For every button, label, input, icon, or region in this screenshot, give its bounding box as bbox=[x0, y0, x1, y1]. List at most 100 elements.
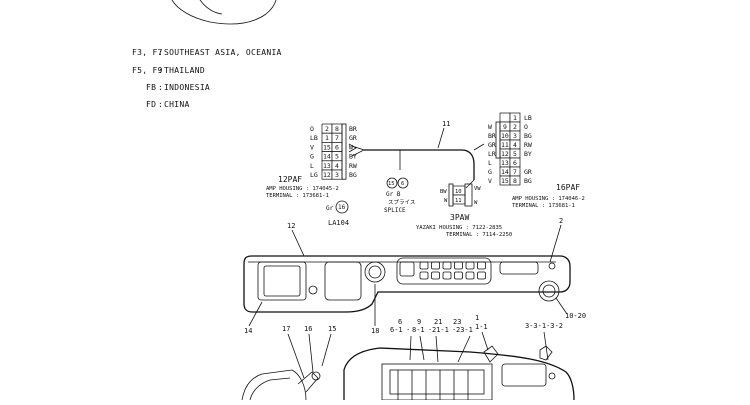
connector-16paf-pin-5-0: 13 bbox=[501, 159, 509, 167]
connector-16paf-pin-7-0: 15 bbox=[501, 177, 509, 185]
region-note-code-2: FB bbox=[146, 83, 156, 92]
svg-text:·: · bbox=[428, 326, 432, 334]
cab-outline-inner bbox=[199, 0, 223, 15]
connector-3paw-right-top: VW bbox=[474, 186, 481, 192]
splice: 15 6 Gr B スプライス SPLICE bbox=[384, 177, 415, 214]
lower-callouts: 17 16 15 6 6-1 · 9 8-1 · 21 21-1 · 23 23… bbox=[282, 314, 563, 379]
callout-3: 3-3-1-3-2 bbox=[525, 322, 563, 330]
connector-16paf-color-2: BG bbox=[524, 132, 532, 140]
callout-9: 9 bbox=[417, 318, 421, 326]
switch-button bbox=[442, 261, 452, 270]
connector-16paf-left-3: GR bbox=[488, 141, 496, 149]
connector-12paf-gr-label: Gr bbox=[326, 205, 334, 212]
connector-12paf-title: 12PAF bbox=[278, 175, 302, 184]
connector-12paf-pin-4-0: 13 bbox=[323, 162, 331, 170]
connector-12paf-color-0: O bbox=[310, 125, 314, 133]
splice-pin-0: 15 bbox=[388, 181, 395, 187]
connector-3paw-housing: YAZAKI HOUSING : 7122-2835 bbox=[416, 225, 502, 231]
svg-text:·: · bbox=[452, 326, 456, 334]
connector-12paf-pin-3-1: 5 bbox=[335, 153, 339, 161]
connector-16paf-pin-2-1: 3 bbox=[513, 132, 517, 140]
switch-cluster bbox=[396, 257, 492, 285]
callout-17: 17 bbox=[282, 325, 290, 333]
callout-12: 12 bbox=[287, 222, 295, 230]
switch-button bbox=[454, 271, 463, 280]
region-note-code-1: F5, F9 bbox=[132, 66, 163, 75]
connector-12paf-gr-pin: 16 bbox=[338, 204, 346, 211]
region-note-text-0: SOUTHEAST ASIA, OCEANIA bbox=[164, 48, 282, 57]
connector-16paf-pin-3-1: 4 bbox=[513, 141, 517, 149]
connector-12paf-right-1: GR bbox=[349, 134, 357, 142]
callout-23: 23 bbox=[453, 318, 461, 326]
panel-window bbox=[324, 261, 362, 301]
connector-16paf-pin-0-1: 1 bbox=[513, 114, 517, 122]
connector-3paw-right-bottom: W bbox=[474, 200, 478, 206]
connector-12paf-pin-1-0: 1 bbox=[325, 134, 329, 142]
connector-16paf-color-1: O bbox=[524, 123, 528, 131]
switch-button bbox=[477, 261, 486, 270]
monitor-panel: 12 2 10-20 14 18 bbox=[243, 217, 586, 335]
connector-16paf-color-4: BY bbox=[524, 150, 532, 158]
connector-16paf-pin-3-0: 11 bbox=[501, 141, 509, 149]
connector-16paf-pin-2-0: 10 bbox=[501, 132, 509, 140]
connector-12paf-pin-1-1: 7 bbox=[335, 134, 339, 142]
switch-button bbox=[477, 271, 486, 280]
connector-16paf-pin-4-1: 5 bbox=[513, 150, 517, 158]
display-screen bbox=[263, 265, 301, 297]
connector-12paf-pin-4-1: 4 bbox=[335, 162, 339, 170]
connector-16paf-housing: AMP HOUSING : 174046-2 bbox=[512, 196, 585, 202]
svg-text::: : bbox=[158, 48, 163, 57]
connector-16paf-left-4: LR bbox=[488, 150, 496, 158]
connector-12paf-color-4: L bbox=[310, 162, 314, 170]
cab-outline-top bbox=[171, 0, 277, 25]
connector-12paf-color-2: V bbox=[310, 143, 314, 151]
callout-21: 21 bbox=[434, 318, 442, 326]
connector-16paf-color-3: RW bbox=[524, 141, 532, 149]
connector-16paf-pin-4-0: 12 bbox=[501, 150, 509, 158]
connector-16paf-pin-5-1: 6 bbox=[513, 159, 517, 167]
callout-11: 11 bbox=[442, 120, 450, 128]
connector-12paf-right-3: BY bbox=[349, 153, 357, 161]
connector-12paf-color-5: LG bbox=[310, 171, 318, 179]
switch-button bbox=[442, 271, 452, 280]
connector-16paf-color-6: GR bbox=[524, 168, 532, 176]
splice-label: SPLICE bbox=[384, 207, 406, 214]
callout-8-1: 8-1 bbox=[412, 326, 425, 334]
connector-12paf-right-0: BR bbox=[349, 125, 357, 133]
connector-16paf-left-6: G bbox=[488, 168, 492, 176]
callout-1: 1 bbox=[475, 314, 479, 322]
callout-6: 6 bbox=[398, 318, 402, 326]
callout-16: 16 bbox=[304, 325, 312, 333]
connector-12paf-housing: AMP HOUSING : 174045-2 bbox=[266, 186, 339, 192]
region-notes: F3, F7 : SOUTHEAST ASIA, OCEANIA F5, F9 … bbox=[132, 48, 282, 109]
connector-12paf-right-2: W bbox=[349, 143, 353, 151]
connector-16paf-pin-7-1: 8 bbox=[513, 177, 517, 185]
handle-part bbox=[241, 369, 307, 401]
connector-16paf-left-5: L bbox=[488, 159, 492, 167]
connector-12paf-pin-0-1: 8 bbox=[335, 125, 339, 133]
svg-text::: : bbox=[158, 66, 163, 75]
svg-text:·: · bbox=[406, 326, 410, 334]
splice-pin-1: 6 bbox=[401, 181, 404, 187]
connector-3paw-left-bottom: W bbox=[444, 198, 448, 204]
connector-16paf-left-1: W bbox=[488, 123, 492, 131]
connector-16paf-color-0: LB bbox=[524, 114, 532, 122]
svg-text::: : bbox=[158, 100, 163, 109]
svg-text::: : bbox=[158, 83, 163, 92]
connector-16paf-pin-6-0: 14 bbox=[501, 168, 509, 176]
callout-14: 14 bbox=[244, 327, 252, 335]
panel-body bbox=[243, 255, 571, 313]
connector-3paw: 10 11 BW W VW W 3PAW YAZAKI HOUSING : 71… bbox=[416, 183, 512, 238]
connector-16paf-pin-1-0: 9 bbox=[503, 123, 507, 131]
splice-jp-label: スプライス bbox=[388, 199, 415, 206]
callout-15: 15 bbox=[328, 325, 336, 333]
switch-button bbox=[465, 271, 475, 280]
connector-16paf-title: 16PAF bbox=[556, 183, 580, 192]
connector-12paf-color-1: LB bbox=[310, 134, 318, 142]
connector-12paf-pin-2-0: 15 bbox=[323, 143, 331, 151]
region-note-code-3: FD bbox=[146, 100, 156, 109]
connector-3paw-terminal: TERMINAL : 7114-2250 bbox=[446, 232, 512, 238]
